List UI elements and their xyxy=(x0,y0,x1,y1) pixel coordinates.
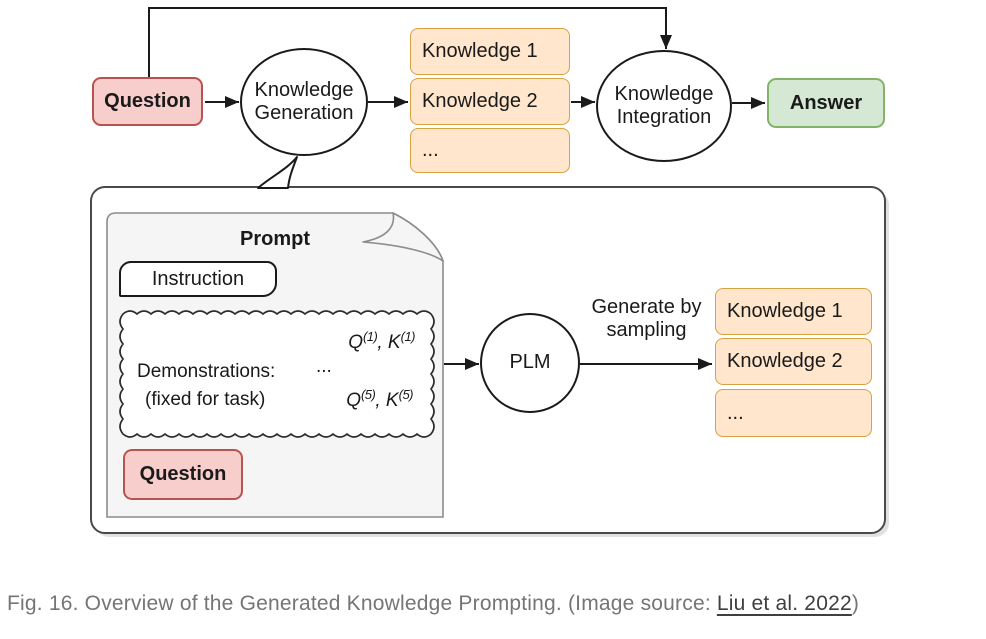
bubble-knowledge-2-label: Knowledge 2 xyxy=(727,350,843,372)
knowledge-integration-line1: Knowledge xyxy=(614,83,714,105)
pair1-separator: , xyxy=(377,332,388,353)
knowledge-item-1: Knowledge 1 xyxy=(410,28,570,75)
answer-box: Answer xyxy=(767,78,885,128)
bubble-knowledge-item-more: ... xyxy=(715,389,872,437)
knowledge-generation-label: Knowledge Generation xyxy=(244,79,364,125)
k1-symbol: K xyxy=(387,332,401,353)
knowledge-generation-line2: Generation xyxy=(254,102,354,124)
k1-sup: (1) xyxy=(400,329,416,344)
caption-text: Fig. 16. Overview of the Generated Knowl… xyxy=(7,592,717,615)
prompt-question-box: Question xyxy=(123,449,243,500)
prompt-question-label: Question xyxy=(139,463,227,485)
bubble-knowledge-item-1: Knowledge 1 xyxy=(715,288,872,335)
demo-pair-last: Q(5), K(5) xyxy=(250,387,413,412)
instruction-label: Instruction xyxy=(151,267,245,290)
figure-caption: Fig. 16. Overview of the Generated Knowl… xyxy=(7,592,979,616)
demonstrations-ellipsis: ... xyxy=(316,356,332,377)
q1-sup: (1) xyxy=(362,329,378,344)
knowledge-item-1-label: Knowledge 1 xyxy=(422,40,538,62)
bubble-knowledge-item-2: Knowledge 2 xyxy=(715,338,872,385)
pair5-separator: , xyxy=(375,390,386,411)
caption-suffix: ) xyxy=(851,592,860,615)
q5-symbol: Q xyxy=(346,390,361,411)
prompt-title: Prompt xyxy=(240,228,310,250)
demonstrations-wavy-box xyxy=(119,310,435,438)
answer-label: Answer xyxy=(789,91,863,114)
question-label: Question xyxy=(104,90,191,112)
knowledge-item-more: ... xyxy=(410,128,570,173)
knowledge-integration-line2: Integration xyxy=(616,106,712,128)
knowledge-integration-ellipse xyxy=(596,50,732,162)
plm-circle xyxy=(480,313,580,413)
k5-sup: (5) xyxy=(398,387,414,402)
knowledge-integration-label: Knowledge Integration xyxy=(604,83,724,129)
sampling-line: sampling xyxy=(606,319,687,341)
caption-source-link[interactable]: Liu et al. 2022 xyxy=(716,592,852,615)
speech-bubble-tail xyxy=(257,156,298,189)
q1-symbol: Q xyxy=(348,332,363,353)
knowledge-generation-line1: Knowledge xyxy=(254,79,354,101)
instruction-box: Instruction xyxy=(119,261,277,297)
demo-pair-first: Q(1), K(1) xyxy=(250,329,415,354)
knowledge-item-more-label: ... xyxy=(422,139,439,161)
bubble-knowledge-1-label: Knowledge 1 xyxy=(727,300,843,322)
knowledge-item-2-label: Knowledge 2 xyxy=(422,90,538,112)
plm-label: PLM xyxy=(509,351,551,373)
q5-sup: (5) xyxy=(360,387,376,402)
generate-by-line: Generate by xyxy=(591,296,702,318)
knowledge-generation-ellipse xyxy=(240,48,368,156)
question-box: Question xyxy=(92,77,203,126)
folded-corner xyxy=(362,212,444,262)
bubble-knowledge-more-label: ... xyxy=(727,401,744,424)
question-to-integration-connector xyxy=(148,7,672,77)
demonstrations-note: (fixed for task) xyxy=(145,389,266,410)
generate-by-sampling-label: Generate by sampling xyxy=(580,296,713,342)
k5-symbol: K xyxy=(385,390,399,411)
demonstrations-label: Demonstrations: xyxy=(137,361,276,382)
knowledge-item-2: Knowledge 2 xyxy=(410,78,570,125)
